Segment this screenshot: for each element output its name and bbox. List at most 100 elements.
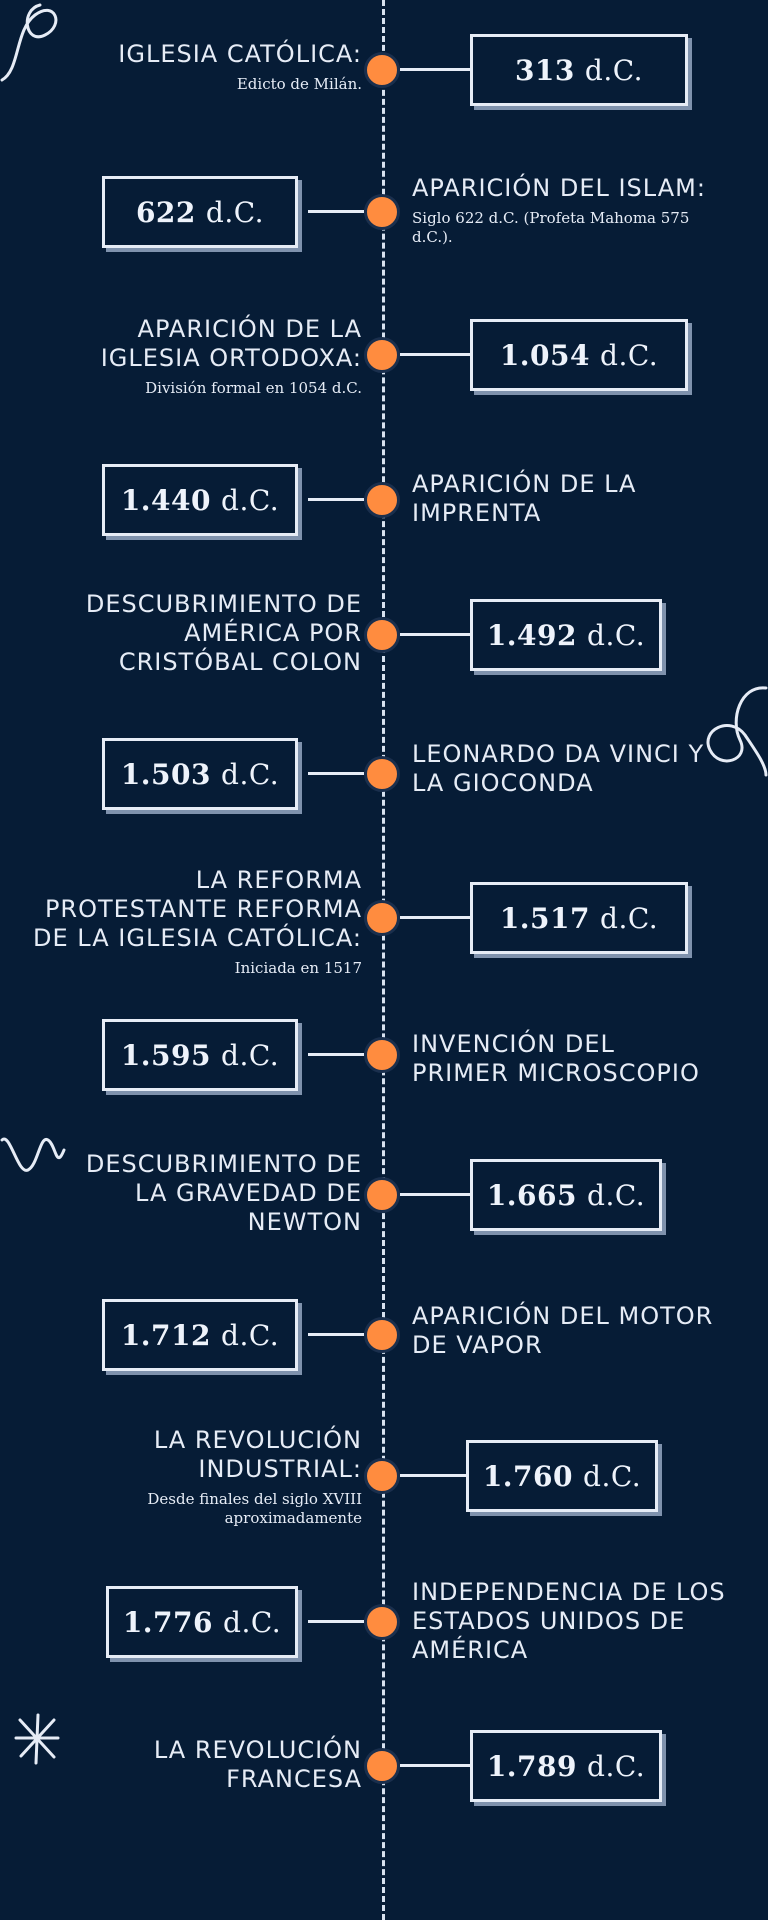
year-box: 1.054 d.C. (470, 319, 688, 391)
event-title-text: LA REFORMA PROTESTANTE REFORMA DE LA IGL… (33, 866, 362, 952)
year-box: 1.517 d.C. (470, 882, 688, 954)
event-detail: Desde finales del siglo XVIII aproximada… (147, 1490, 362, 1527)
era-label: d.C. (587, 1749, 646, 1783)
timeline-dot (364, 900, 400, 936)
era-label: d.C. (221, 1318, 280, 1352)
timeline-dot (364, 617, 400, 653)
year-value: 1.665 (486, 1178, 578, 1212)
event-title: APARICIÓN DEL ISLAM: Siglo 622 d.C. (Prof… (412, 174, 722, 247)
connector-line (400, 1764, 470, 1767)
timeline-dot (364, 1458, 400, 1494)
connector-line (308, 772, 364, 775)
era-label: d.C. (223, 1605, 282, 1639)
timeline-dot (364, 1748, 400, 1784)
year-value: 1.054 (499, 338, 591, 372)
year-value: 1.440 (120, 483, 212, 517)
year-value: 313 (514, 53, 575, 87)
connector-line (400, 633, 470, 636)
year-value: 1.503 (120, 757, 212, 791)
timeline-dot (364, 482, 400, 518)
event-title: DESCUBRIMIENTO DE AMÉRICA POR CRISTÓBAL … (82, 590, 362, 677)
year-value: 1.789 (486, 1749, 578, 1783)
timeline-dot (364, 756, 400, 792)
year-value: 1.776 (122, 1605, 214, 1639)
event-title: LA REVOLUCIÓN FRANCESA (102, 1736, 362, 1794)
era-label: d.C. (587, 618, 646, 652)
event-title-text: APARICIÓN DE LA IGLESIA ORTODOXA: (100, 315, 362, 372)
year-box: 1.665 d.C. (470, 1159, 662, 1231)
timeline-dot (364, 194, 400, 230)
year-value: 1.595 (120, 1038, 212, 1072)
timeline-axis (382, 0, 385, 1920)
zigzag-icon (0, 1137, 66, 1172)
era-label: d.C. (221, 757, 280, 791)
event-title-text: APARICIÓN DEL MOTOR DE VAPOR (412, 1302, 714, 1359)
year-box: 1.760 d.C. (466, 1440, 658, 1512)
year-box: 1.712 d.C. (102, 1299, 298, 1371)
timeline-dot (364, 52, 400, 88)
era-label: d.C. (600, 901, 659, 935)
era-label: d.C. (584, 53, 644, 87)
timeline-dot (364, 1037, 400, 1073)
connector-line (400, 353, 470, 356)
year-box: 1.440 d.C. (102, 464, 298, 536)
year-value: 1.712 (120, 1318, 212, 1352)
event-title-text: LA REVOLUCIÓN FRANCESA (153, 1736, 362, 1793)
event-title: LA REVOLUCIÓN INDUSTRIAL: Desde finales d… (42, 1426, 362, 1528)
event-title-text: INVENCIÓN DEL PRIMER MICROSCOPIO (412, 1030, 700, 1087)
year-box: 1.595 d.C. (102, 1019, 298, 1091)
era-label: d.C. (600, 338, 659, 372)
year-value: 622 (135, 195, 196, 229)
year-box: 313 d.C. (470, 34, 688, 106)
timeline-dot (364, 337, 400, 373)
event-title: LEONARDO DA VINCI Y LA GIOCONDA (412, 740, 742, 798)
connector-line (400, 1474, 466, 1477)
event-title: DESCUBRIMIENTO DE LA GRAVEDAD DE NEWTON (82, 1150, 362, 1237)
event-title: LA REFORMA PROTESTANTE REFORMA DE LA IGL… (32, 866, 362, 978)
year-box: 1.492 d.C. (470, 599, 662, 671)
era-label: d.C. (587, 1178, 646, 1212)
timeline-dot (364, 1177, 400, 1213)
event-title: APARICIÓN DE LA IMPRENTA (412, 470, 692, 528)
event-detail: Iniciada en 1517 (234, 959, 362, 977)
connector-line (308, 1333, 364, 1336)
connector-line (308, 210, 364, 213)
connector-line (400, 1193, 470, 1196)
connector-line (308, 1053, 364, 1056)
year-box: 1.776 d.C. (106, 1586, 298, 1658)
event-title-text: LEONARDO DA VINCI Y LA GIOCONDA (412, 740, 705, 797)
event-title: APARICIÓN DEL MOTOR DE VAPOR (412, 1302, 742, 1360)
era-label: d.C. (583, 1459, 642, 1493)
era-label: d.C. (221, 1038, 280, 1072)
event-title-text: IGLESIA CATÓLICA: (118, 40, 362, 68)
era-label: d.C. (205, 195, 265, 229)
event-title: INVENCIÓN DEL PRIMER MICROSCOPIO (412, 1030, 712, 1088)
connector-line (308, 498, 364, 501)
event-title-text: LA REVOLUCIÓN INDUSTRIAL: (153, 1426, 362, 1483)
timeline-dot (364, 1317, 400, 1353)
asterisk-icon (14, 1713, 60, 1765)
connector-line (308, 1620, 364, 1623)
event-title-text: APARICIÓN DE LA IMPRENTA (412, 470, 637, 527)
event-title-text: APARICIÓN DEL ISLAM: (412, 174, 706, 202)
timeline-dot (364, 1604, 400, 1640)
swirl-icon (0, 3, 58, 82)
year-box: 622 d.C. (102, 176, 298, 248)
event-title: APARICIÓN DE LA IGLESIA ORTODOXA: Divisió… (62, 315, 362, 398)
event-detail: Edicto de Milán. (236, 75, 362, 93)
year-value: 1.517 (499, 901, 591, 935)
event-title-text: DESCUBRIMIENTO DE AMÉRICA POR CRISTÓBAL … (85, 590, 362, 676)
year-box: 1.503 d.C. (102, 738, 298, 810)
event-title-text: DESCUBRIMIENTO DE LA GRAVEDAD DE NEWTON (85, 1150, 362, 1236)
event-title: INDEPENDENCIA DE LOS ESTADOS UNIDOS DE A… (412, 1578, 742, 1665)
era-label: d.C. (221, 483, 280, 517)
swirl-icon (706, 686, 768, 777)
event-detail: Siglo 622 d.C. (Profeta Mahoma 575 d.C.)… (412, 209, 690, 246)
connector-line (400, 68, 470, 71)
connector-line (400, 916, 470, 919)
year-value: 1.492 (486, 618, 578, 652)
year-value: 1.760 (482, 1459, 574, 1493)
event-detail: División formal en 1054 d.C. (145, 379, 362, 397)
event-title-text: INDEPENDENCIA DE LOS ESTADOS UNIDOS DE A… (412, 1578, 726, 1664)
year-box: 1.789 d.C. (470, 1730, 662, 1802)
